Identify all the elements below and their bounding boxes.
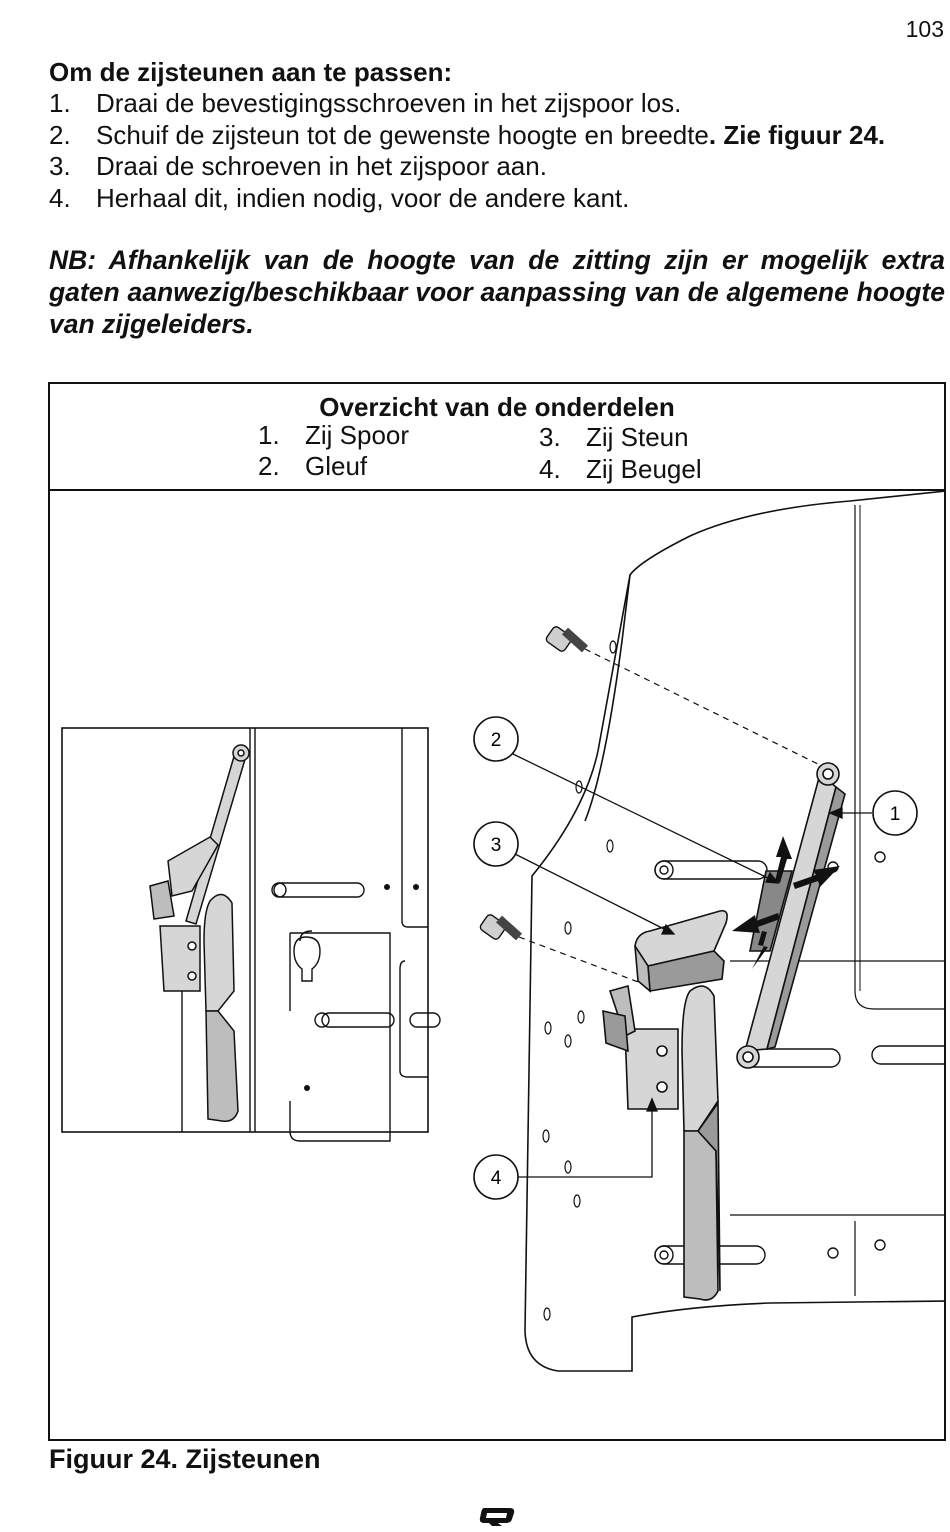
legend-label: Zij Spoor [305,420,410,450]
figure-caption: Figuur 24. Zijsteunen [49,1444,321,1474]
legend-number: 1. [258,420,280,450]
step-item: 1. Draai de bevestigingsschroeven in het … [49,88,949,120]
step-number: 4. [49,182,71,213]
q-logo-icon [479,1508,515,1526]
callout-1: 1 [872,790,918,836]
screw-icon [479,626,589,941]
legend-number: 3. [539,422,561,452]
legend-item: 4. Zij Beugel [539,454,702,485]
side-rail [736,762,846,1069]
figure-24: Overzicht van de onderdelen 1.Zij Spoor … [48,382,946,1441]
step-text: Schuif de zijsteun tot de gewenste hoogt… [96,119,709,150]
step-text: Draai de bevestigingsschroeven in het zi… [96,88,682,118]
legend-item: 2. Gleuf [258,451,367,482]
callout-2: 2 [473,716,519,762]
instructions-heading: Om de zijsteunen aan te passen: [49,57,453,87]
callout-4: 4 [473,1154,519,1200]
legend-label: Zij Beugel [586,454,702,484]
step-number: 1. [49,88,71,118]
callout-label: 1 [890,804,901,825]
side-support-pad [634,909,728,993]
callout-label: 2 [491,730,502,751]
callout-label: 4 [491,1168,502,1189]
page-number: 103 [905,16,944,42]
legend-item: 1. Zij Spoor [258,420,409,451]
panel-holes [542,640,617,1321]
steps-list: 1. Draai de bevestigingsschroeven in het … [49,88,949,214]
detail-inset [61,727,441,1142]
step-item: 2. Schuif de zijsteun tot de gewenste hoo… [49,120,949,152]
callout-3: 3 [473,821,519,867]
adjustment-arrows [732,836,840,969]
callout-label: 3 [491,835,502,856]
note-text: NB: Afhankelijk van de hoogte van de zit… [49,245,945,339]
legend-number: 2. [258,451,280,481]
parts-legend: Overzicht van de onderdelen 1.Zij Spoor … [50,384,944,491]
step-text: Herhaal dit, indien nodig, voor de ander… [96,182,630,213]
legend-title: Overzicht van de onderdelen [319,392,675,422]
legend-item: 3. Zij Steun [539,422,689,453]
step-item: 4. Herhaal dit, indien nodig, voor de and… [49,183,949,215]
backrest-panel [524,491,944,1372]
callout-leaders [512,753,872,1178]
step-text: Draai de schroeven in het zijspoor aan. [96,151,547,181]
alignment-lines [518,648,829,992]
step-item: 3. Draai de schroeven in het zijspoor aan… [49,151,949,183]
side-bracket [602,984,721,1301]
figure-reference: . Zie figuur 24. [708,119,886,150]
legend-label: Gleuf [305,451,368,481]
step-number: 3. [49,151,71,181]
side-support-drawing: 1 2 3 4 [61,491,944,1372]
step-number: 2. [49,119,71,150]
legend-number: 4. [539,454,561,484]
legend-label: Zij Steun [586,422,689,452]
